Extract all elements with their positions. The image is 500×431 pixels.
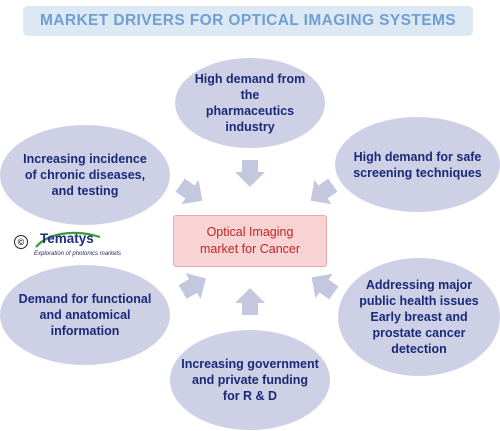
arrow-from-bottom-right [311, 273, 339, 300]
arrow-from-top [235, 160, 265, 187]
logo-name: Tematys [40, 231, 94, 246]
center-optical-imaging-market: Optical Imaging market for Cancer [173, 215, 327, 267]
driver-chronic-diseases: Increasing incidence of chronic diseases… [0, 125, 170, 225]
driver-government-funding: Increasing government and private fundin… [170, 330, 330, 430]
title-banner: MARKET DRIVERS FOR OPTICAL IMAGING SYSTE… [23, 6, 473, 36]
driver-public-health: Addressing major public health issues Ea… [338, 258, 500, 376]
logo-swoosh-icon [35, 231, 101, 248]
driver-safe-screening: High demand for safe screening technique… [335, 117, 500, 212]
diagram-title: MARKET DRIVERS FOR OPTICAL IMAGING SYSTE… [39, 12, 457, 29]
copyright-icon: © [14, 235, 28, 249]
arrow-from-top-right [310, 178, 338, 205]
logo-tagline: Exploration of photonics markets [34, 251, 122, 257]
driver-pharmaceutics-demand: High demand from the pharmaceutics indus… [175, 58, 325, 148]
arrow-from-bottom [235, 288, 265, 315]
arrow-from-top-left [175, 178, 203, 205]
arrow-from-bottom-left [178, 273, 206, 299]
driver-functional-anatomical: Demand for functional and anatomical inf… [0, 265, 170, 365]
tematys-logo: © Tematys Exploration of photonics marke… [14, 227, 121, 267]
